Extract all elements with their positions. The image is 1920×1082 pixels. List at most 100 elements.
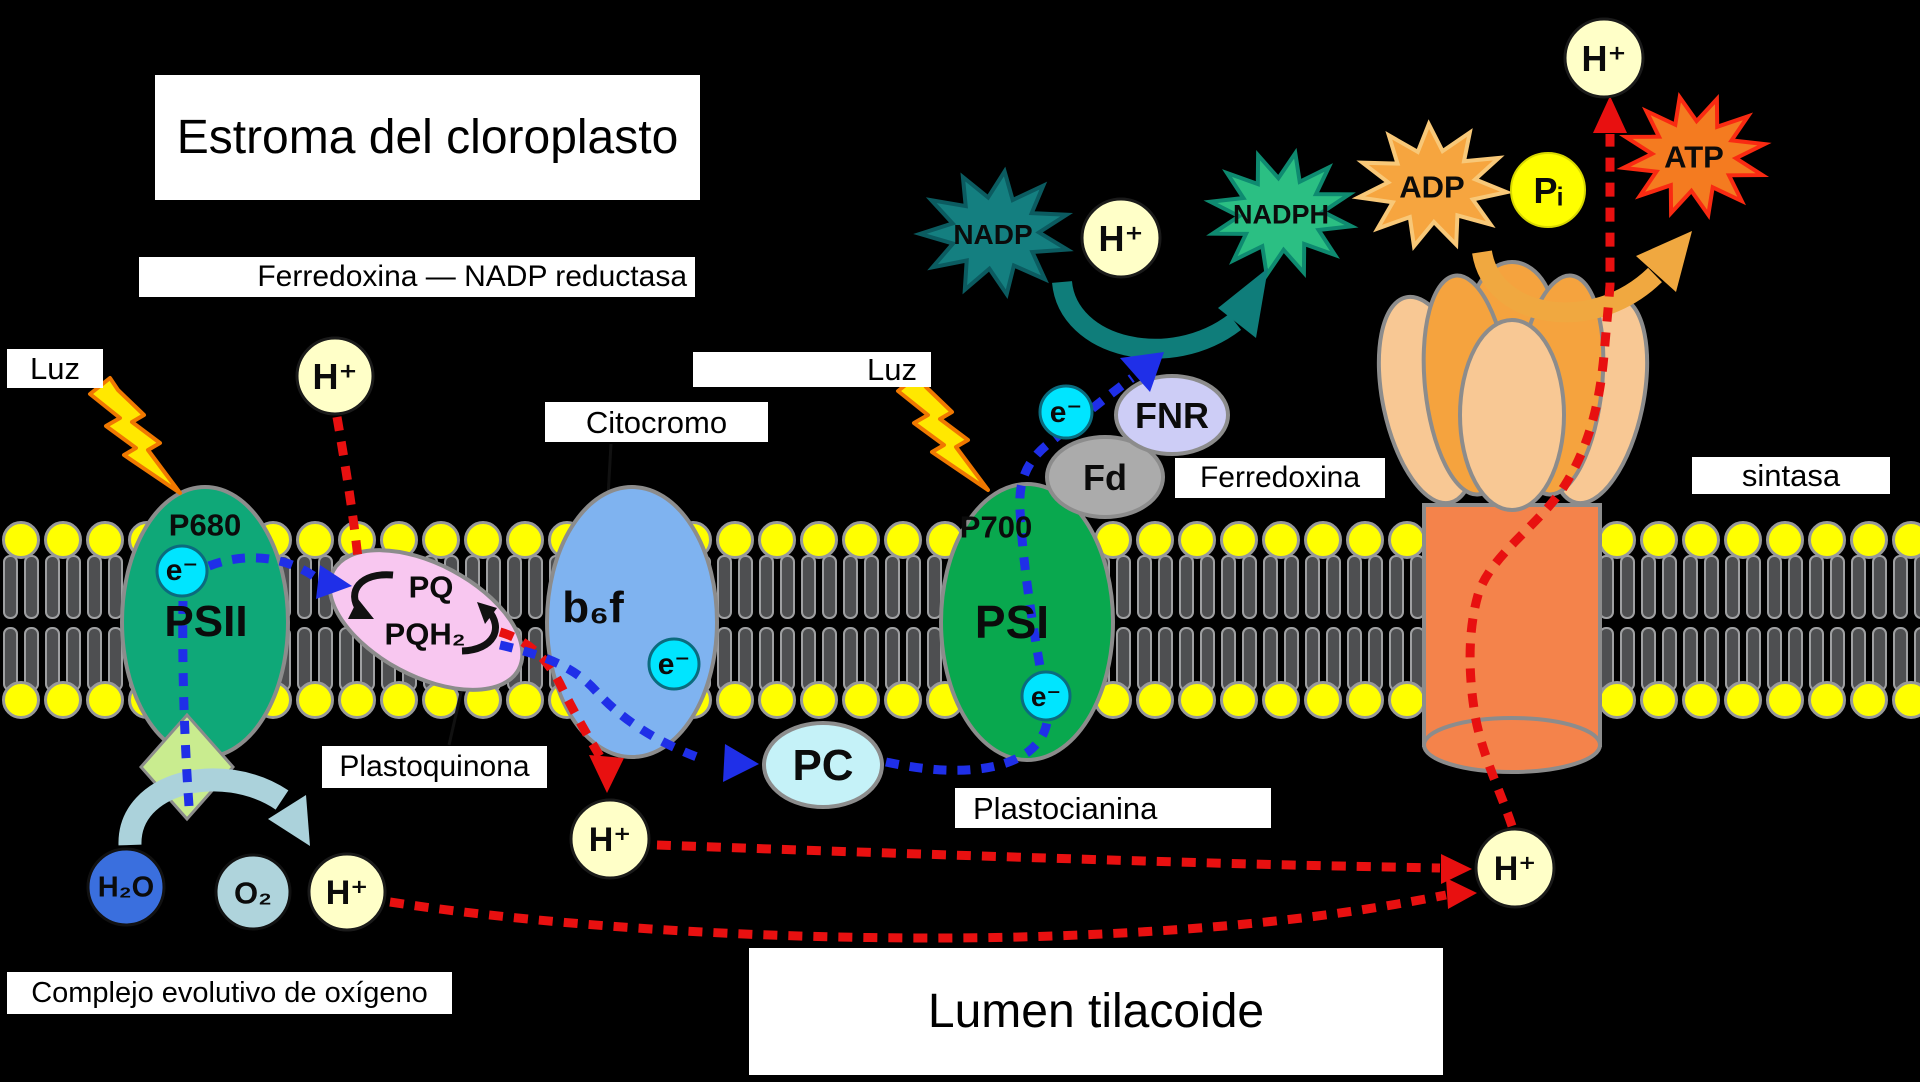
pq-cycle-arrow-left-head <box>348 599 374 619</box>
psii-label: PSII <box>164 597 248 646</box>
electron-label-psi: e⁻ <box>1030 681 1062 712</box>
proton-circle-lumen-right <box>1474 827 1556 909</box>
nadph-starburst <box>1203 147 1359 281</box>
plastocyanin-label: Plastocianina <box>973 790 1158 826</box>
pq-pool-body <box>327 548 525 692</box>
water-label: H₂O <box>97 871 155 904</box>
proton-label-lumen-right: H⁺ <box>1493 850 1537 888</box>
molecule-circles <box>86 17 1645 932</box>
proton-arrowhead-b6f <box>589 755 624 793</box>
adp-label: ADP <box>1399 169 1465 205</box>
psii-reaction-center-label: P680 <box>168 507 242 543</box>
fd-body <box>1045 435 1165 519</box>
light-label-left-box: Luz <box>7 349 103 388</box>
fd-label: Fd <box>1083 457 1127 498</box>
nadp-label: NADP <box>953 219 1033 250</box>
oxygen-circle <box>214 853 292 931</box>
stroma-title: Estroma del cloroplasto <box>176 110 679 164</box>
adp-starburst <box>1351 119 1514 251</box>
ferredoxin-label: Ferredoxina <box>1199 461 1361 494</box>
lightning-bolt-psii <box>88 376 182 495</box>
proton-circle-lumen-left <box>307 852 387 932</box>
oec-arrow <box>118 768 289 846</box>
lightning-bolt-psi <box>896 373 990 492</box>
oec-label-box: Complejo evolutivo de oxígeno <box>7 972 452 1014</box>
proton-circle-lumen-mid <box>569 798 651 880</box>
electron-label-fd: e⁻ <box>1049 396 1083 429</box>
proton-label-top-right: H⁺ <box>1581 38 1627 79</box>
oxygen-label: O₂ <box>234 875 272 911</box>
atp-synthase-petal-front <box>1458 318 1566 512</box>
electron-circle-b6f <box>647 637 701 691</box>
pc-body <box>762 721 884 809</box>
atp-synthase <box>1376 260 1650 774</box>
cytochrome-label-box: Citocromo <box>545 402 768 442</box>
atp-starburst <box>1616 92 1772 220</box>
light-label-mid: Luz <box>867 352 917 387</box>
proton-arrowhead-synthase-top <box>1593 96 1627 133</box>
atp-formation-arrow <box>1472 249 1662 323</box>
plastoquinone-label: Plastoquinona <box>339 750 530 783</box>
electron-arrowhead-pc <box>723 744 759 782</box>
fnr-reductase-label-box: Ferredoxina — NADP reductasa <box>139 257 695 297</box>
synthase-label-box: sintasa <box>1692 457 1890 494</box>
electron-label-b6f: e⁻ <box>657 648 691 681</box>
proton-label-psii-top: H⁺ <box>312 356 358 397</box>
proton-path-stroma-to-pq <box>332 416 363 559</box>
proton-arrowhead-lumen-mid <box>1441 854 1472 884</box>
proton-arrowhead-lumen-left <box>1446 878 1477 909</box>
nadp-starburst <box>913 166 1074 300</box>
psi-label: PSI <box>974 596 1050 648</box>
fnr-reductase-label: Ferredoxina — NADP reductasa <box>257 260 687 293</box>
electron-label-psii: e⁻ <box>165 554 199 587</box>
atp-synthase-stalk <box>1422 503 1602 747</box>
citocromo-pointer-line <box>606 443 613 498</box>
electron-circle-psi <box>1020 670 1072 722</box>
pi-label: Pᵢ <box>1533 170 1563 211</box>
light-label-left: Luz <box>30 351 80 386</box>
proton-circle-nadp <box>1080 197 1162 279</box>
electron-arrowhead-fnr <box>1120 352 1164 392</box>
proton-circle-top-right <box>1563 17 1645 99</box>
water-circle <box>86 847 166 927</box>
proton-path-lumen-left <box>389 890 1447 943</box>
pc-label: PC <box>792 741 854 790</box>
proton-label-nadp: H⁺ <box>1098 218 1144 259</box>
electron-path-pq-to-pc <box>499 640 707 765</box>
stroma-title-box: Estroma del cloroplasto <box>155 75 700 200</box>
fnr-label: FNR <box>1135 395 1209 436</box>
proton-path-lumen-mid <box>656 840 1441 873</box>
pi-circle <box>1510 152 1586 228</box>
atp-label: ATP <box>1664 139 1724 175</box>
proton-path-pq-to-lumen <box>498 627 605 761</box>
electron-circle-fd <box>1038 384 1094 440</box>
pq-cycle-arrow-right-head <box>477 602 497 624</box>
lumen-title: Lumen tilacoide <box>927 984 1265 1038</box>
plastoquinone-label-box: Plastoquinona <box>322 746 547 788</box>
nadph-formation-arrow <box>1052 280 1242 359</box>
nadph-formation-arrow-head <box>1218 268 1268 338</box>
nadph-label: NADPH <box>1232 199 1330 230</box>
cyt-b6f-label: b₆f <box>562 583 624 632</box>
electron-path-psii-to-pq <box>207 553 318 581</box>
atp-formation-arrow-head <box>1636 231 1692 292</box>
pq-label: PQ <box>408 569 454 605</box>
atp-synthase-base <box>1422 716 1602 774</box>
electron-circle-psii <box>155 544 209 598</box>
fnr-body <box>1114 374 1230 456</box>
proton-path-through-synthase <box>1465 134 1615 828</box>
ferredoxin-label-box: Ferredoxina <box>1175 458 1385 498</box>
psi-reaction-center-label: P700 <box>959 509 1033 545</box>
oec-arrow-head <box>268 795 310 846</box>
electron-path-oec-to-psii <box>178 599 194 807</box>
pqh2-label: PQH₂ <box>384 616 466 652</box>
proton-circle-psii-top <box>295 336 375 416</box>
electron-arrowhead-pq <box>316 565 352 599</box>
proton-paths <box>332 134 1615 943</box>
oec-label: Complejo evolutivo de oxígeno <box>31 976 428 1009</box>
proton-label-lumen-mid: H⁺ <box>588 821 632 859</box>
proton-label-lumen-left: H⁺ <box>325 874 369 912</box>
plastocyanin-label-box: Plastocianina <box>955 788 1271 828</box>
